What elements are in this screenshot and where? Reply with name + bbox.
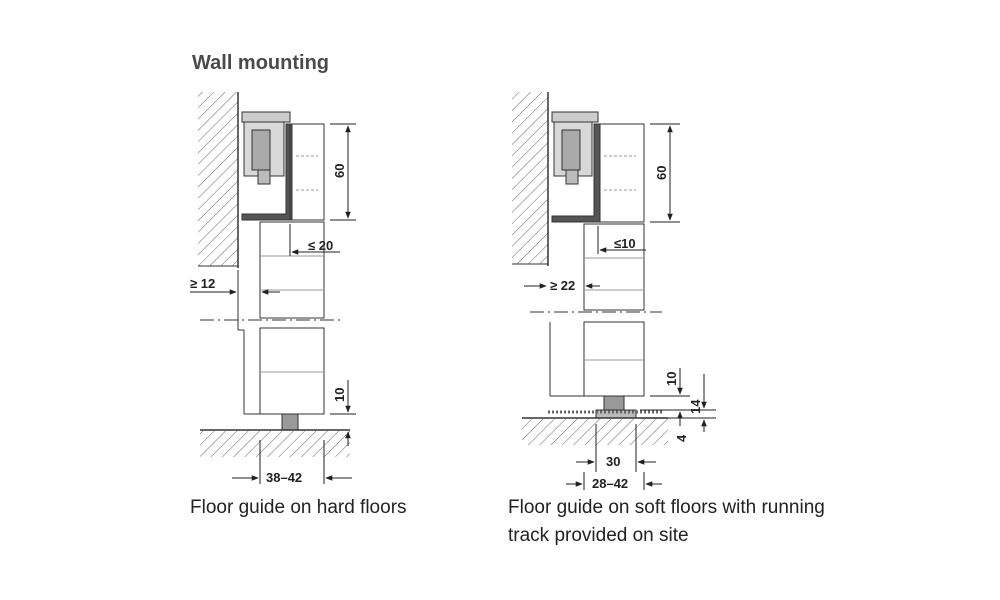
left-floor-guide [281,413,299,431]
right-dim-wall-gap: ≥ 22 [524,278,600,293]
right-caption: Floor guide on soft floors with running … [508,494,825,550]
left-dim-gap-top-label: ≤ 20 [308,238,333,253]
right-dim-wall-gap-label: ≥ 22 [550,278,575,293]
left-diagram: 60 ≤ 20 ≥ 12 10 38–42 [190,92,356,485]
right-dim-inner-width-label: 30 [606,454,620,469]
left-dim-width: 38–42 [232,440,352,485]
right-dim-height: 60 [650,123,680,223]
left-dim-width-label: 38–42 [266,470,302,485]
left-caption: Floor guide on hard floors [190,497,407,518]
right-dim-track-height-label: 14 [688,399,703,414]
right-diagram: 60 ≤10 ≥ 22 10 14 4 [512,92,716,491]
right-door-top [599,123,645,223]
left-track-assembly [241,111,293,221]
right-dim-track-height: 14 4 [640,374,716,442]
right-caption-line2: track provided on site [508,525,689,546]
right-dim-height-label: 60 [654,166,669,180]
right-floor-hatch [522,419,668,445]
right-dim-width: 28–42 [566,472,662,491]
left-wall-hatch [198,92,238,266]
left-dim-floor-gap: 10 [330,380,356,446]
right-dim-floor-gap: 10 [650,368,690,426]
right-dim-width-label: 28–42 [592,476,628,491]
right-dim-track-depth-label: 4 [674,434,689,442]
left-dim-height: 60 [330,123,356,221]
right-floor-guide [603,395,625,411]
left-dim-wall-gap: ≥ 12 [190,276,280,295]
left-dim-wall-gap-label: ≥ 12 [190,276,215,291]
right-dim-floor-gap-label: 10 [664,372,679,386]
right-caption-line1: Floor guide on soft floors with running [508,497,825,518]
left-dim-gap-top: ≤ 20 [289,224,340,256]
left-door-top [289,123,325,221]
diagram-title: Wall mounting [192,52,330,74]
left-floor-hatch [200,431,350,457]
right-wall-hatch [512,92,548,264]
right-dim-inner-width: 30 [576,424,656,472]
left-dim-floor-gap-label: 10 [332,388,347,402]
left-door-body [200,221,340,415]
right-dim-gap-top: ≤10 [597,226,646,254]
right-track-assembly [551,111,601,223]
left-dim-height-label: 60 [332,164,347,178]
right-dim-gap-top-label: ≤10 [614,236,636,251]
